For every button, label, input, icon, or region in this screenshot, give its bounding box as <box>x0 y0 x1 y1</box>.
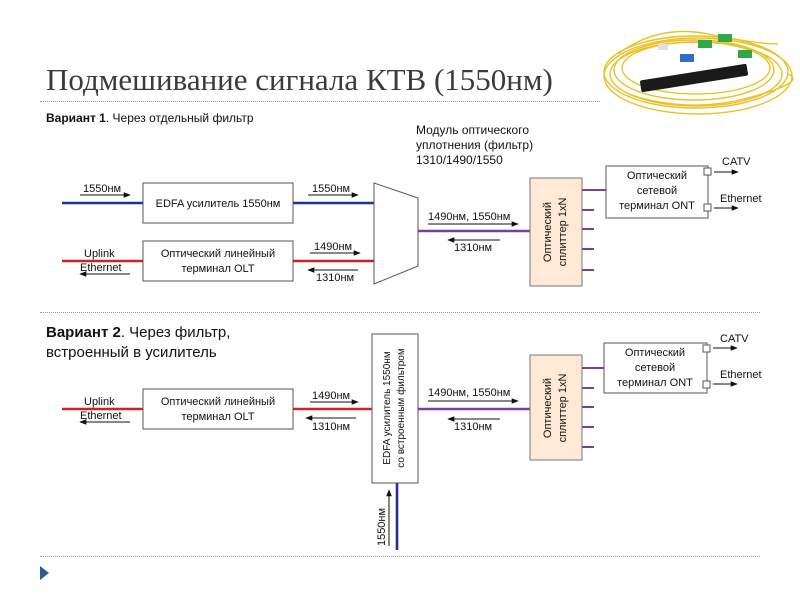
v2-label-uplink: Uplink <box>84 396 115 408</box>
v1-filter-module <box>373 182 419 285</box>
triangle-bullet-icon <box>40 566 49 580</box>
v2-olt-line1: Оптический линейный <box>161 396 275 408</box>
v1-ont-line2: сетевой <box>637 185 677 197</box>
v2-label-return-1310: 1310нм <box>454 421 492 433</box>
separator-bottom <box>40 556 760 557</box>
v1-label-uplink: Uplink <box>84 248 115 260</box>
v1-splitter-box <box>529 177 583 287</box>
v2-edfa-box <box>371 333 419 484</box>
v2-ont-line1: Оптический <box>625 347 685 359</box>
fiber-optic-cable-photo <box>603 30 794 115</box>
module-note: Модуль оптического уплотнения (фильтр) 1… <box>416 123 534 167</box>
v1-ont-box <box>605 165 709 219</box>
v1-label-1490: 1490нм <box>314 241 352 253</box>
v1-label-ethernet-out: Ethernet <box>720 193 762 205</box>
v1-ont-line1: Оптический <box>627 170 687 182</box>
v1-label-1310: 1310нм <box>316 272 354 284</box>
v2-edfa-line1: EDFA усилитель 1550нм <box>382 351 393 465</box>
v1-olt-box <box>142 240 294 282</box>
v2-olt-line2: терминал OLT <box>181 411 254 423</box>
v1-olt-line1: Оптический линейный <box>161 248 275 260</box>
v1-label-1550-out: 1550нм <box>312 183 350 195</box>
v2-olt-box <box>142 388 294 430</box>
v1-label-mix: 1490нм, 1550нм <box>428 211 510 223</box>
separator-top <box>40 101 600 102</box>
v2-label-1490: 1490нм <box>312 390 350 402</box>
v1-splitter-line2: сплиттер 1xN <box>557 198 569 267</box>
v1-edfa-box <box>142 182 294 224</box>
v2-label-1310: 1310нм <box>312 421 350 433</box>
v1-label-catv: CATV <box>722 156 751 168</box>
v1-ont-line3: терминал ONT <box>619 200 695 212</box>
separator-middle <box>40 312 760 313</box>
v1-label-return-1310: 1310нм <box>454 242 492 254</box>
v2-ont-box <box>603 342 708 394</box>
v2-ont-line3: терминал ONT <box>617 377 693 389</box>
v2-ont-line2: сетевой <box>635 362 675 374</box>
v1-splitter-line1: Оптический <box>542 202 554 262</box>
variant1-heading: Вариант 1. Через отдельный фильтр <box>46 111 254 125</box>
v1-label-1550-in: 1550нм <box>83 183 121 195</box>
page-title: Подмешивание сигнала КТВ (1550нм) <box>46 62 553 97</box>
v2-label-ethernet-in: Ethernet <box>80 410 122 422</box>
v2-label-mix: 1490нм, 1550нм <box>428 387 510 399</box>
v2-splitter-box <box>529 354 583 461</box>
v1-olt-line2: терминал OLT <box>181 263 254 275</box>
v2-label-ethernet-out: Ethernet <box>720 369 762 381</box>
v2-splitter-line2: сплиттер 1xN <box>557 374 569 443</box>
v2-edfa-line2: со встроенным фильтром <box>395 348 407 468</box>
variant2-heading: Вариант 2. Через фильтр, встроенный в ус… <box>46 324 231 361</box>
v2-label-1550-in: 1550нм <box>376 508 388 546</box>
v2-label-catv: CATV <box>720 333 749 345</box>
v1-label-ethernet-in: Ethernet <box>80 262 122 274</box>
v2-splitter-line1: Оптический <box>542 378 554 438</box>
v1-edfa-label: EDFA усилитель 1550нм <box>156 198 281 210</box>
